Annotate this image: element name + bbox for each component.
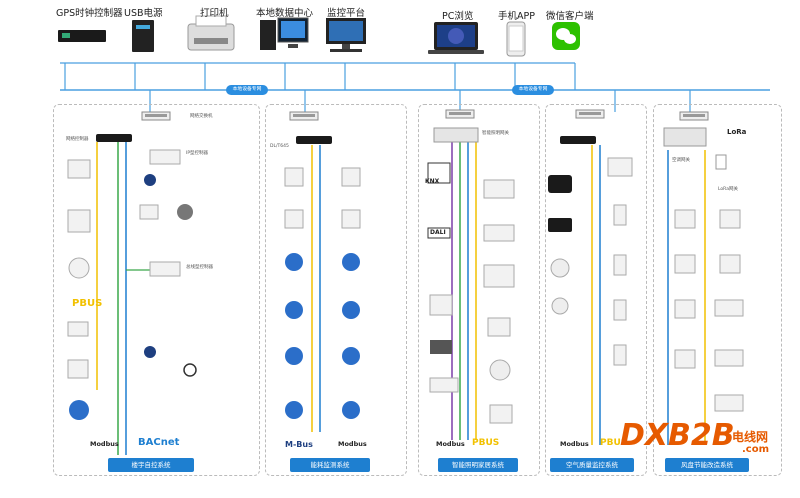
bacnet-logo: BACnet [138,437,180,448]
ups-label: USB电源 [124,8,163,19]
switch-icon [445,109,475,119]
watermark-cn: 电线网 [732,430,769,444]
mbus-logo: M-Bus [285,440,313,449]
panel-energy-monitoring [265,104,407,476]
watermark-url: .com [742,444,770,455]
watermark-logo: DXB2B [620,418,735,453]
gateway-label: 网络控制器 [66,137,89,142]
bus-controller-label: 总线型控制器 [186,265,213,270]
pbus-logo: PBUS [72,298,103,309]
ip-controller-label: IP型控制器 [186,151,209,156]
modbus-logo: Modbus [338,440,367,448]
data-center-label: 本地数据中心 [256,8,314,19]
lora-gateway-label: LoRa网关 [718,187,738,192]
server-icon [260,17,309,50]
dali-logo: DALI [430,229,446,236]
system-title-lighting[interactable]: 智能照明家居系统 [438,458,518,472]
dlt645-label: DL/T645 [270,144,289,149]
system-title-building[interactable]: 楼宇自控系统 [108,458,194,472]
wechat-icon [552,22,580,50]
ups-icon [132,20,154,52]
system-title-energy[interactable]: 能耗监测系统 [290,458,370,472]
smart-gateway-label: 智能照明网关 [482,131,509,136]
gateway-icon [96,134,132,142]
laptop-icon [428,22,484,54]
gps-clock-label: GPS时钟控制器 [56,8,123,19]
pbus-logo: PBUS [472,438,500,448]
printer-label: 打印机 [200,8,229,19]
modbus-logo: Modbus [90,440,119,448]
gateway-icon [560,136,596,144]
gateway-icon [663,127,707,147]
gateway-icon [296,136,332,144]
panel-fan-coil [653,104,782,476]
switch-icon [141,111,171,121]
network-badge-left: 本地设备专网 [226,85,268,95]
modbus-logo: Modbus [436,440,465,448]
switch-icon [575,109,605,119]
knx-logo: KNX [425,178,440,185]
network-badge-right: 本地设备专网 [512,85,554,95]
gps-clock-icon [58,30,106,42]
pc-label: PC浏览 [442,11,474,22]
lora-logo: LoRa [727,128,747,136]
panel-air-quality [545,104,647,476]
wechat-label: 微信客户端 [546,11,594,22]
pbus-logo: PBUS [600,438,628,448]
printer-icon [187,15,235,51]
phone-icon [506,21,526,57]
monitor-icon [326,18,366,52]
switch-icon [289,111,319,121]
switch-icon [679,111,709,121]
modbus-logo: Modbus [560,440,589,448]
panel-smart-lighting [418,104,540,476]
switch-label: 网络交换机 [190,114,213,119]
app-label: 手机APP [498,11,535,22]
panel-building-automation [53,104,260,476]
gateway-icon [433,127,479,143]
ac-gateway-label: 空调网关 [672,158,690,163]
system-title-fancoil[interactable]: 风盘节能改造系统 [665,458,749,472]
system-title-air[interactable]: 空气质量监控系统 [550,458,634,472]
monitor-platform-label: 监控平台 [327,8,366,19]
